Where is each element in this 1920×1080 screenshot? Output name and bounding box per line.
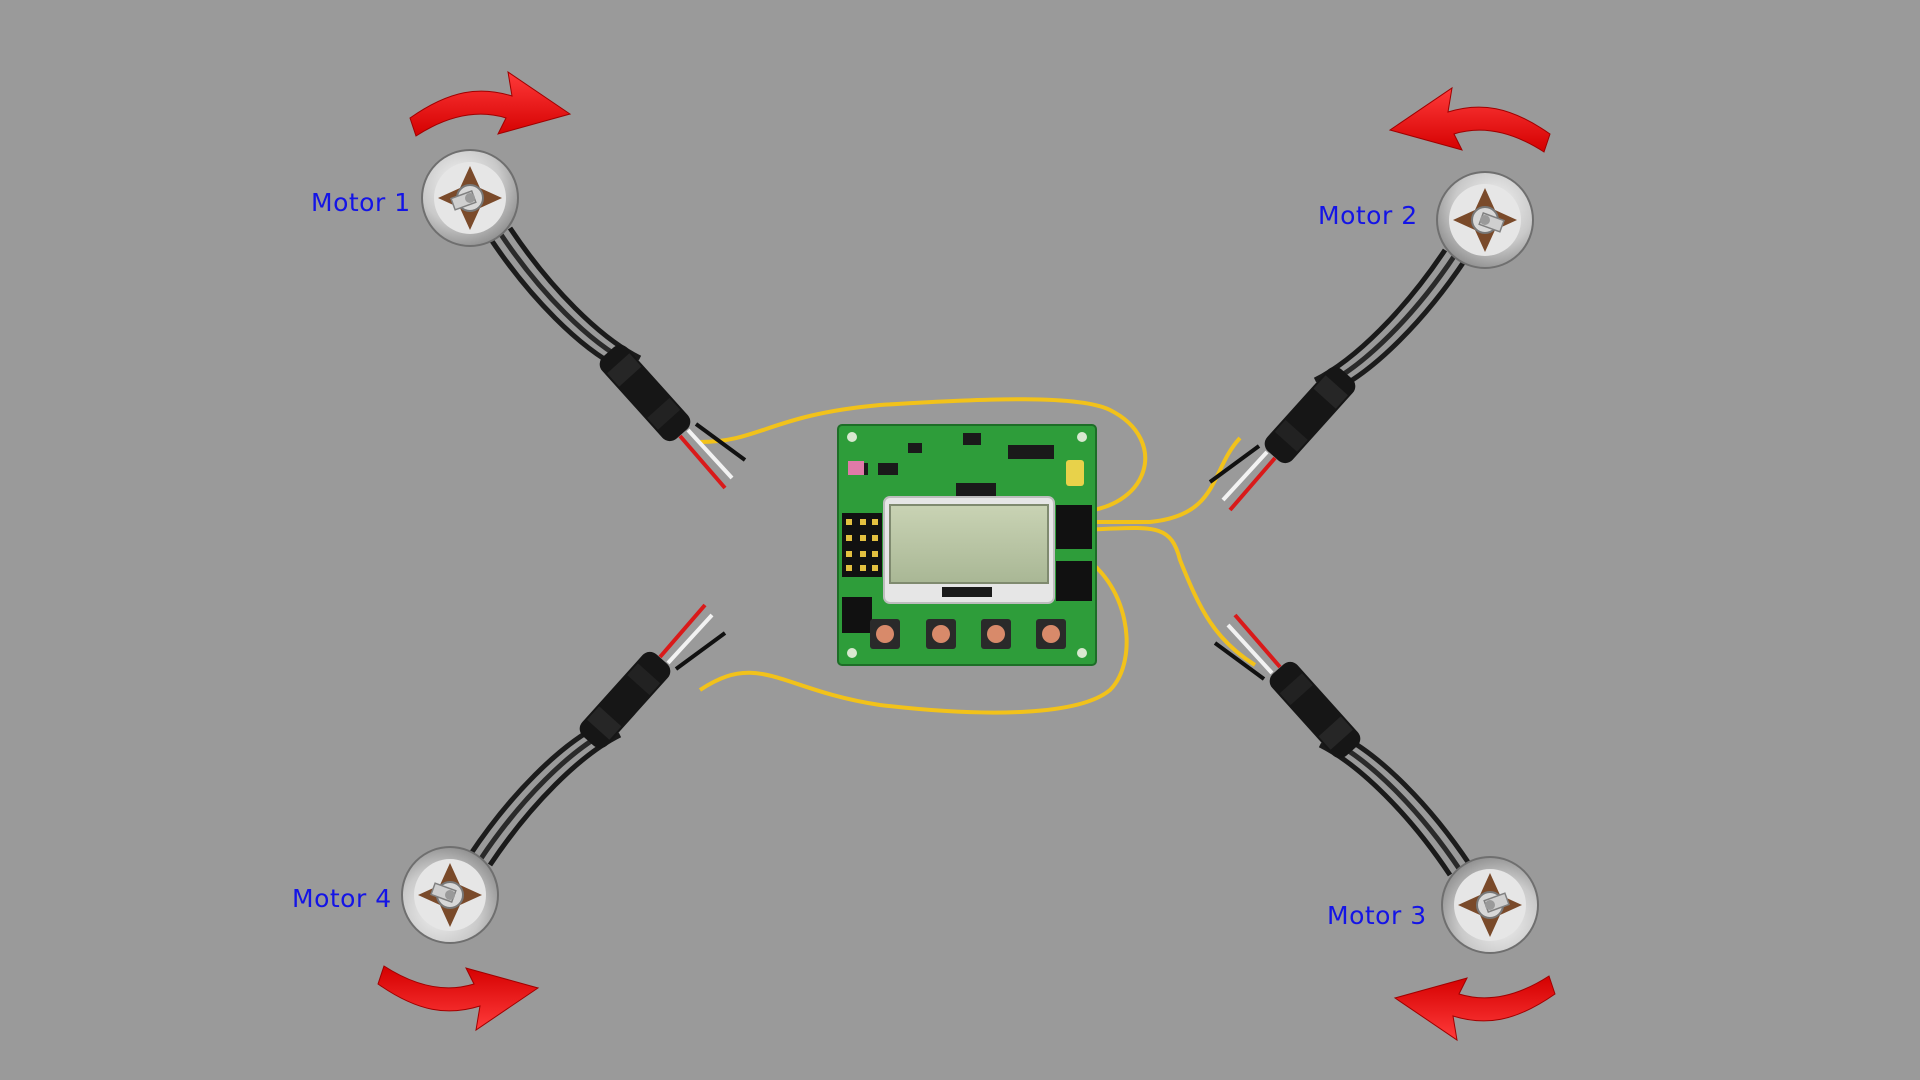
rotation-arrow-4 <box>377 965 539 1031</box>
motor-4-group <box>402 605 725 943</box>
motor-4-icon <box>402 605 725 943</box>
board-button-4[interactable] <box>1036 619 1066 649</box>
clockwise-arrow-icon <box>1394 975 1556 1041</box>
board-button-2[interactable] <box>926 619 956 649</box>
lcd-display <box>883 496 1055 604</box>
wire-motor-3 <box>1074 526 1257 667</box>
wire-motor-2 <box>1080 436 1242 524</box>
motor-2-label: Motor 2 <box>1318 201 1418 230</box>
rotation-arrow-2 <box>1389 87 1551 153</box>
right-pin-header <box>1056 505 1092 601</box>
counterclockwise-arrow-icon <box>377 965 539 1031</box>
motor-3-label: Motor 3 <box>1327 901 1427 930</box>
counterclockwise-arrow-icon <box>1389 87 1551 153</box>
wire-motor-1 <box>699 397 1148 514</box>
board-buttons <box>870 619 1066 649</box>
rotation-arrow-1 <box>409 71 571 137</box>
board-button-1[interactable] <box>870 619 900 649</box>
motor-1-label: Motor 1 <box>311 188 411 217</box>
board-button-3[interactable] <box>981 619 1011 649</box>
flight-controller-board <box>837 424 1097 666</box>
rotation-arrow-3 <box>1394 975 1556 1041</box>
motor-4-label: Motor 4 <box>292 884 392 913</box>
clockwise-arrow-icon <box>409 71 571 137</box>
motor-1-icon <box>422 150 745 488</box>
wire-motor-4 <box>698 550 1129 715</box>
